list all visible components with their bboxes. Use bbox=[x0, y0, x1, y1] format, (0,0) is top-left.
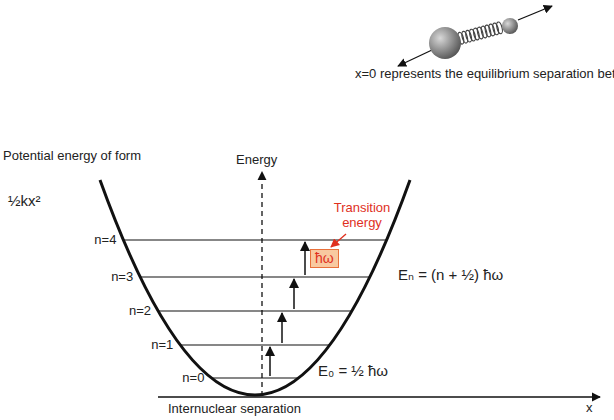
level-label: n=1 bbox=[151, 337, 173, 352]
level-label: n=3 bbox=[111, 269, 133, 284]
quantum-box: ħω bbox=[310, 249, 339, 268]
energy-formula: Eₙ = (n + ½) ħω bbox=[398, 266, 503, 283]
separation-axis bbox=[158, 396, 600, 397]
level-label: n=4 bbox=[94, 232, 116, 247]
leader-line bbox=[331, 234, 346, 247]
axis-title: Energy bbox=[236, 152, 277, 167]
motion-arrow bbox=[398, 50, 432, 66]
large-nucleus bbox=[429, 27, 461, 59]
note-text: x=0 represents the equilibrium separatio… bbox=[355, 66, 560, 81]
level-label: n=2 bbox=[129, 303, 151, 318]
transition-arrows bbox=[270, 242, 305, 376]
level-label: n=0 bbox=[182, 370, 204, 385]
axis-symbol: x bbox=[586, 400, 593, 415]
small-nucleus bbox=[502, 18, 518, 34]
callout-text: Transition energy bbox=[330, 200, 394, 230]
axis-title: Internuclear separation bbox=[168, 401, 301, 416]
axis-caption: Potential energy of form bbox=[3, 148, 103, 163]
motion-arrow bbox=[518, 6, 552, 20]
ground-formula: E₀ = ½ ħω bbox=[318, 362, 388, 379]
potential-curve bbox=[100, 180, 410, 395]
energy-levels bbox=[123, 240, 386, 378]
energy-axis bbox=[261, 172, 262, 396]
spring bbox=[457, 21, 504, 44]
potential-formula: ½kx² bbox=[8, 192, 41, 209]
